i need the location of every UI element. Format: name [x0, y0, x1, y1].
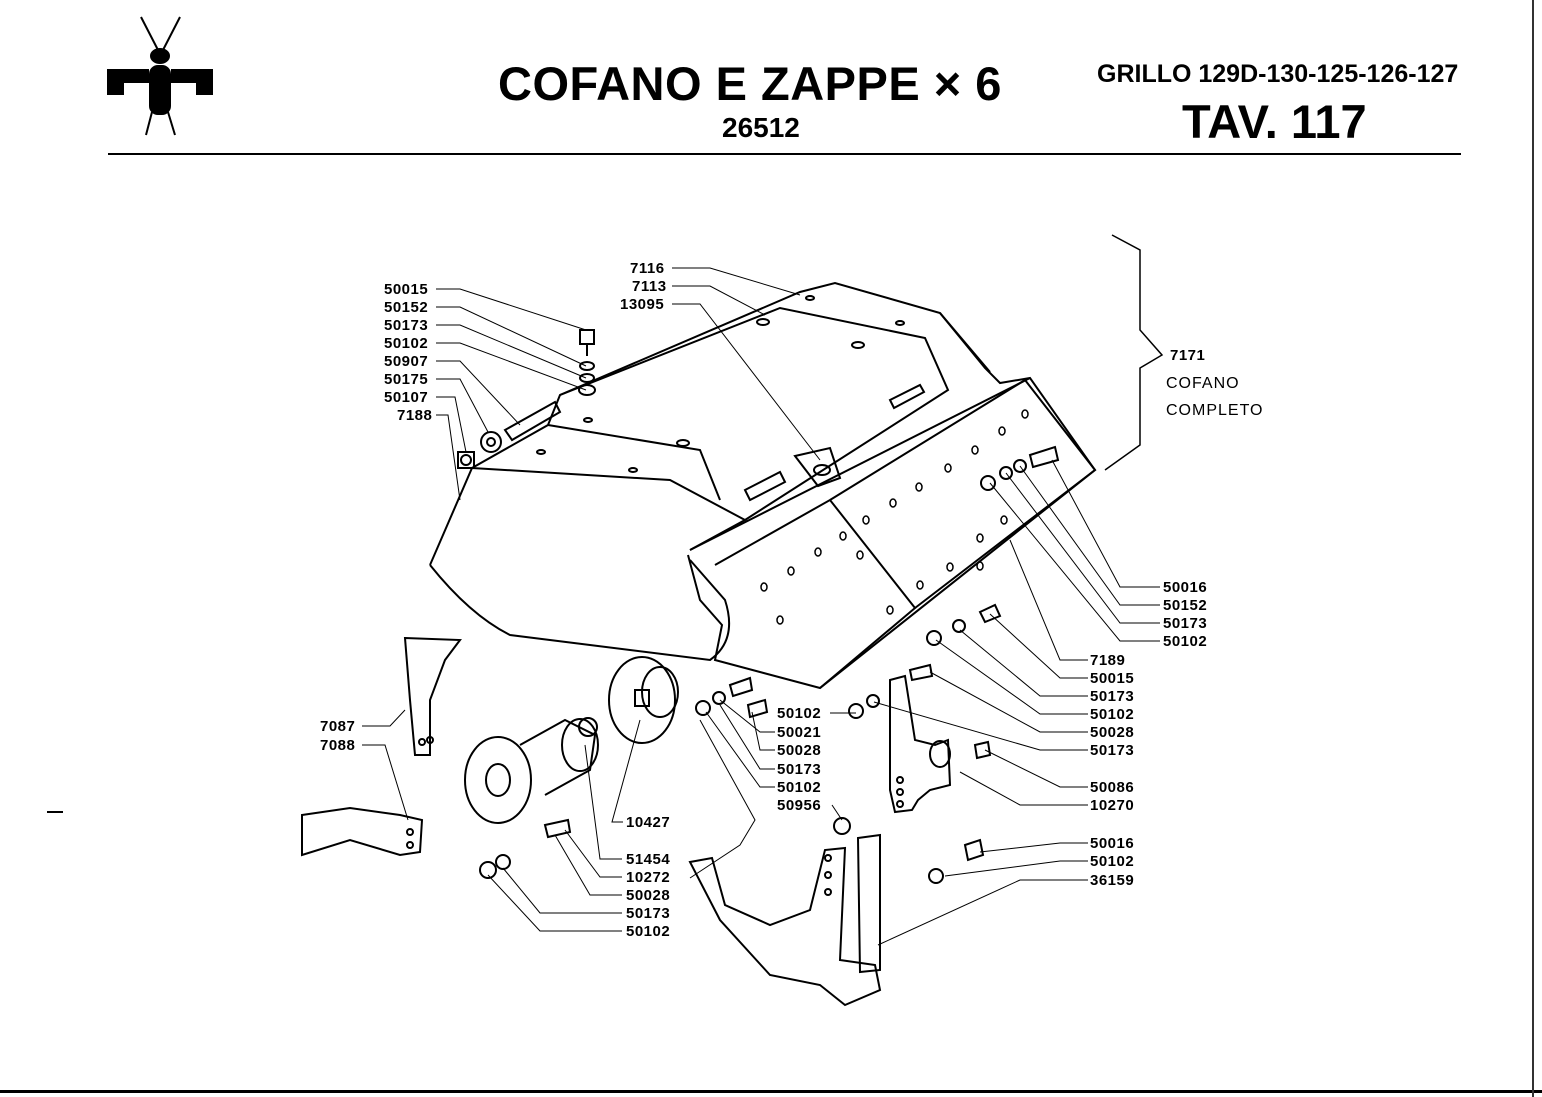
assembly-code: 26512 [722, 112, 800, 143]
part-label: 50015 [1090, 670, 1135, 687]
part-label: 51454 [626, 851, 671, 868]
part-label: 50102 [777, 705, 822, 722]
part-label: 50028 [1090, 724, 1135, 741]
part-label: 50152 [1163, 597, 1208, 614]
part-label: 50173 [777, 761, 822, 778]
part-label: 50102 [777, 779, 822, 796]
part-label: 10270 [1090, 797, 1135, 814]
part-label: 50107 [384, 389, 429, 406]
part-label: 50102 [1090, 706, 1135, 723]
grillo-logo [107, 16, 213, 136]
part-label: 50152 [384, 299, 429, 316]
part-label: 50173 [384, 317, 429, 334]
margin-mark [47, 811, 63, 813]
part-label: 50173 [1163, 615, 1208, 632]
part-label: 7116 [630, 260, 665, 277]
part-label: 50102 [626, 923, 671, 940]
part-label: 36159 [1090, 872, 1135, 889]
hoe-blades [301, 636, 462, 857]
part-label: 7088 [320, 737, 356, 754]
part-label: 50102 [384, 335, 429, 352]
part-label: 50956 [777, 797, 822, 814]
leader-lines [362, 267, 1160, 946]
part-label: 50016 [1090, 835, 1135, 852]
part-label: 50021 [777, 724, 822, 741]
table-number: TAV. 117 [1182, 95, 1367, 148]
part-label: 50102 [1163, 633, 1208, 650]
part-label: 10427 [626, 814, 671, 831]
right-edge [1532, 0, 1534, 1097]
part-label: 50028 [777, 742, 822, 759]
part-label: 10272 [626, 869, 671, 886]
part-label: 50086 [1090, 779, 1135, 796]
model-list: GRILLO 129D-130-125-126-127 [1097, 60, 1459, 88]
part-label: 50907 [384, 353, 429, 370]
bottom-edge [0, 1090, 1542, 1093]
part-label: 50028 [626, 887, 671, 904]
part-label: 7188 [397, 407, 433, 424]
side-supports [479, 445, 1060, 1007]
page-title: COFANO E ZAPPE × 6 [498, 57, 1002, 110]
part-label: 13095 [620, 296, 665, 313]
part-label: 50016 [1163, 579, 1208, 596]
part-label: 50173 [1090, 742, 1135, 759]
assembly-number: 7171 [1170, 347, 1206, 364]
flange-hub [464, 656, 679, 824]
upper-left-fasteners [457, 329, 596, 469]
part-label: 50173 [1090, 688, 1135, 705]
hood-cofano [429, 281, 1097, 690]
assembly-brace [1104, 234, 1164, 471]
part-label: 50175 [384, 371, 429, 388]
part-label: 7189 [1090, 652, 1126, 669]
assembly-label-line2: COMPLETO [1166, 402, 1264, 419]
part-label: 7113 [632, 278, 667, 295]
header-divider [108, 153, 1461, 155]
part-label: 50173 [626, 905, 671, 922]
assembly-label-line1: COFANO [1166, 375, 1240, 392]
part-label: 50102 [1090, 853, 1135, 870]
part-label: 50015 [384, 281, 429, 298]
part-label: 7087 [320, 718, 356, 735]
